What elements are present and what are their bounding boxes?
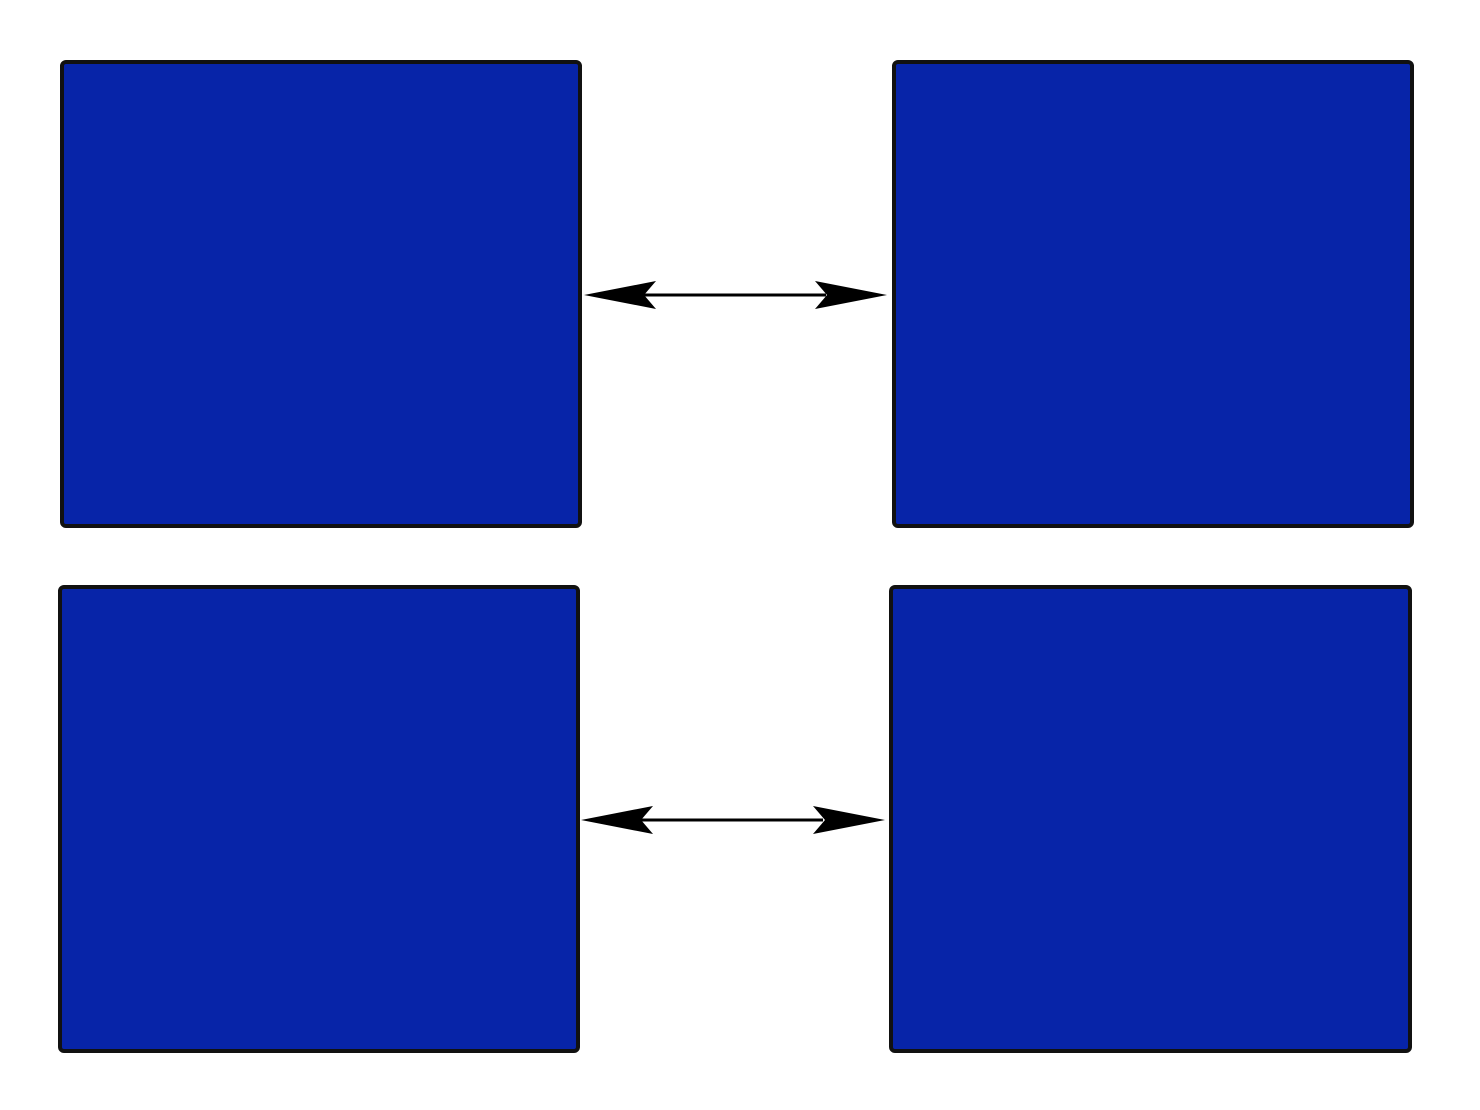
box-bottom-left	[58, 585, 580, 1053]
arrowhead-left-icon	[584, 281, 656, 309]
connector-bottom-left-to-bottom-right	[581, 806, 885, 834]
arrowhead-right-icon	[815, 281, 887, 309]
arrowhead-left-icon	[581, 806, 653, 834]
box-top-right	[892, 60, 1414, 528]
box-bottom-right	[889, 585, 1412, 1053]
connector-top-left-to-top-right	[584, 281, 887, 309]
arrowhead-right-icon	[813, 806, 885, 834]
box-top-left	[60, 60, 582, 528]
